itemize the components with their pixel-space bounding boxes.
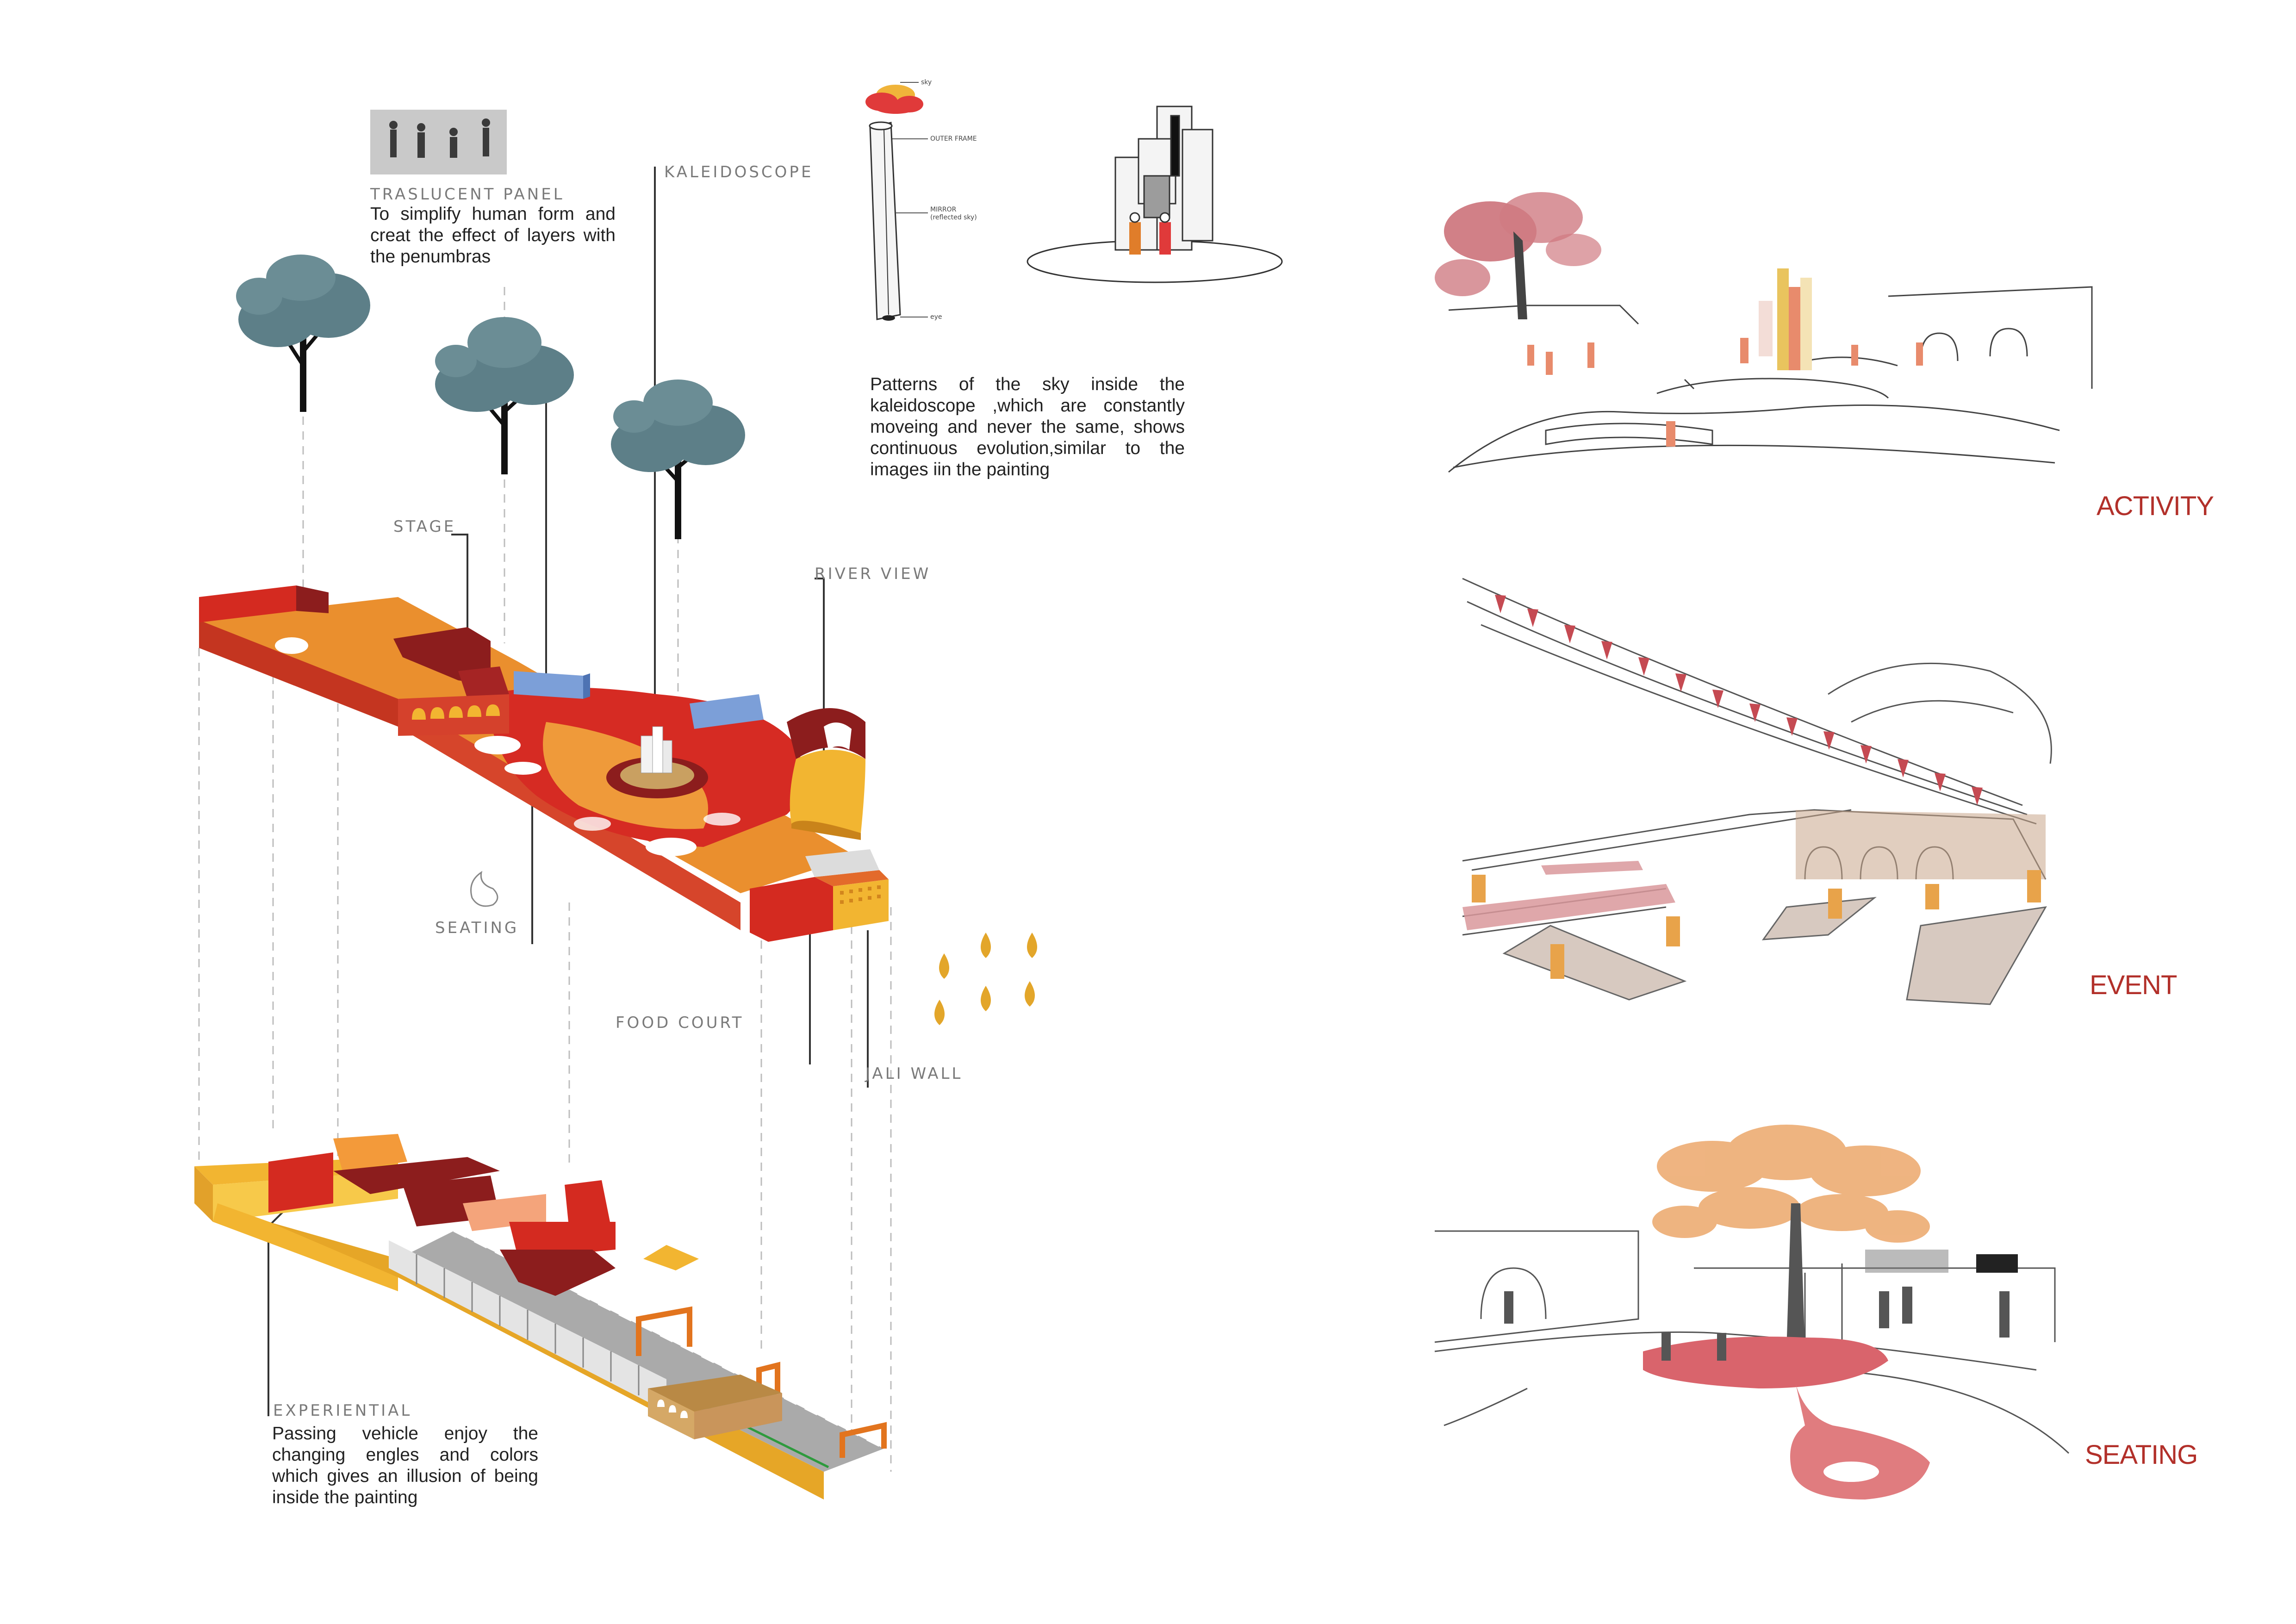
sky-note: sky xyxy=(921,79,932,86)
experiential-description: Passing vehicle enjoy the changing engle… xyxy=(272,1423,538,1508)
experiential-label: EXPERIENTIAL xyxy=(273,1401,412,1420)
food-court-label: FOOD COURT xyxy=(616,1014,744,1032)
upper-isometric-plan xyxy=(199,585,889,942)
seating-sketch xyxy=(1435,1125,2069,1500)
tree-icon xyxy=(435,317,574,474)
kaleidoscope-section-diagram xyxy=(865,82,928,321)
outer-frame-note: OUTER FRAME xyxy=(930,135,977,143)
tree-icon xyxy=(236,255,370,412)
river-view-label: RIVER VIEW xyxy=(815,565,931,583)
seating-caption: SEATING xyxy=(2085,1439,2197,1470)
kaleidoscope-description: Patterns of the sky inside the kaleidosc… xyxy=(870,374,1185,480)
kaleidoscope-sketch xyxy=(1027,106,1282,282)
tree-icon xyxy=(611,380,745,539)
activity-caption: ACTIVITY xyxy=(2097,491,2214,522)
eye-note: eye xyxy=(930,313,942,321)
water-drops-icon xyxy=(934,933,1037,1025)
event-sketch xyxy=(1462,579,2051,1004)
event-caption: EVENT xyxy=(2090,970,2177,1001)
activity-sketch-color xyxy=(1435,192,1923,447)
translucent-panel-description: To simplify human form and creat the eff… xyxy=(370,204,616,268)
mirror-subnote: (reflected sky) xyxy=(930,214,977,221)
translucent-panel-label: TRASLUCENT PANEL xyxy=(370,185,565,204)
translucent-panel-image xyxy=(370,110,507,174)
seating-label: SEATING xyxy=(435,919,519,937)
jali-wall-label: JALI WALL xyxy=(865,1064,963,1083)
stage-label: STAGE xyxy=(393,517,456,536)
seating-icon xyxy=(471,872,498,906)
kaleidoscope-label: KALEIDOSCOPE xyxy=(664,163,813,181)
mirror-note: MIRROR xyxy=(930,206,956,213)
